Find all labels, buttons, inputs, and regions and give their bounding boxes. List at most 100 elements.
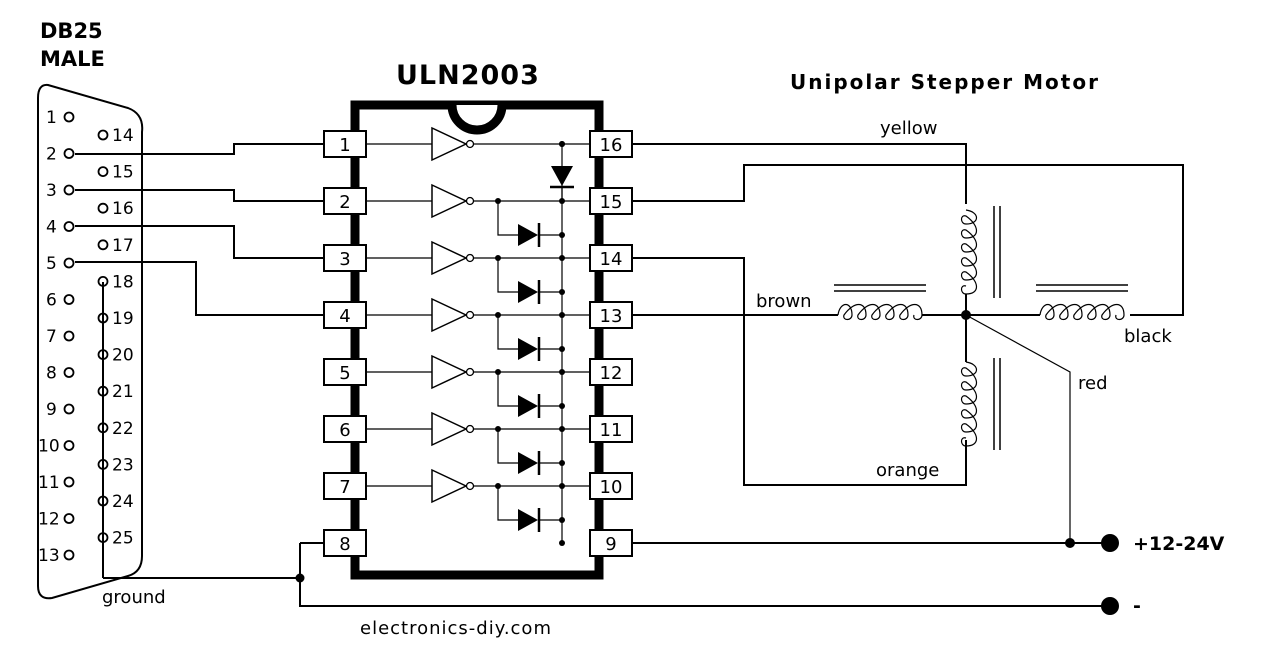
ic-clamp-diode	[551, 166, 573, 186]
ic-junction-dot	[559, 346, 565, 352]
db25-pin-contact	[63, 111, 75, 123]
ic-junction-dot	[559, 517, 565, 523]
ic-inverter	[431, 354, 468, 390]
wire-ground-rail	[299, 543, 1108, 607]
chip-notch	[447, 104, 507, 135]
ic-inverter	[431, 468, 468, 504]
ic-pin-label: 11	[600, 420, 623, 441]
db25-shell	[37, 83, 144, 600]
db25-title-line1: DB25	[40, 19, 103, 43]
db25-pin-contact	[97, 239, 109, 251]
db25-pin-label: 11	[38, 473, 60, 493]
wire-out16-yellow	[631, 143, 967, 204]
ic-inverter	[431, 240, 468, 276]
ic-junction-dot	[559, 255, 565, 261]
ic-pin-label: 12	[600, 363, 623, 384]
wire-pin2-to-in1	[75, 143, 325, 155]
db25-pin-contact	[63, 403, 75, 415]
db25-pin-label: 7	[46, 327, 57, 347]
db25-pin-contact	[97, 166, 109, 178]
db25-pin-label: 10	[38, 437, 60, 457]
db25-pin-contact	[63, 476, 75, 488]
ic-pin-label: 4	[339, 306, 350, 327]
ic-diode-lead	[497, 429, 518, 464]
coil-winding	[1039, 303, 1125, 321]
footer-site: electronics-diy.com	[360, 618, 552, 639]
ic-pin-box	[323, 187, 367, 215]
ic-pin-box	[323, 529, 367, 557]
center-junction-dot	[961, 310, 971, 320]
ic-pin-label: 3	[339, 249, 350, 270]
db25-pin-label: 8	[46, 364, 57, 384]
db25-pin-label: 15	[112, 163, 134, 183]
ic-junction-dot	[559, 289, 565, 295]
ic-pin-box	[589, 472, 633, 500]
coil-winding	[960, 361, 978, 447]
ic-inverter-bubble	[465, 196, 475, 206]
db25-pin-label: 17	[112, 236, 134, 256]
db25-pin-contact	[63, 549, 75, 561]
ic-clamp-diode	[518, 395, 538, 417]
coil-winding	[837, 303, 923, 321]
input-wires	[75, 143, 1108, 607]
ic-junction-dot	[559, 540, 565, 546]
db25-pin-label: 21	[112, 382, 134, 402]
ic-clamp-diode	[518, 224, 538, 246]
ic-diode-lead	[497, 372, 518, 407]
wire-out15-black	[631, 164, 1184, 316]
ic-diode-lead	[497, 201, 518, 236]
ic-junction-dot	[559, 141, 565, 147]
vplus-label: +12-24V	[1133, 533, 1225, 555]
ic-pin-box	[323, 358, 367, 386]
wire-label-yellow: yellow	[880, 118, 937, 139]
db25-pin-label: 5	[46, 254, 57, 274]
ic-pin-box	[589, 130, 633, 158]
coil-yellow	[960, 206, 1001, 298]
ic-pin-label: 14	[600, 249, 623, 270]
ic-pin-label: 7	[339, 477, 350, 498]
ic-diode-lead	[497, 486, 518, 521]
db25-pin-contact	[63, 257, 75, 269]
db25-pin-contact	[97, 129, 109, 141]
ic-junction-dot	[559, 483, 565, 489]
db25-pin-contact	[63, 440, 75, 451]
ic-junction-dot	[559, 312, 565, 318]
vplus-terminal	[1101, 534, 1119, 552]
db25-pin-label: 12	[38, 510, 60, 530]
db25-pin-contact	[63, 367, 75, 378]
ic-pin-label: 5	[339, 363, 350, 384]
ic-pin-box	[323, 130, 367, 158]
wire-pin5-to-in4	[75, 261, 325, 316]
ic-inverter	[431, 411, 468, 447]
db25-pin-label: 19	[112, 309, 134, 329]
wire-label-red: red	[1078, 373, 1108, 394]
db25-pin-contact	[63, 513, 75, 524]
stepper-motor: Unipolar Stepper Motor yellow brown blac…	[631, 70, 1184, 548]
coil-orange	[960, 358, 1001, 450]
ic-pin-label: 16	[600, 135, 623, 156]
ic-clamp-diode	[518, 509, 538, 531]
db25-pin-contact	[63, 330, 75, 342]
db25-pin-label: 6	[46, 291, 57, 311]
db25-pin-label: 2	[46, 145, 57, 165]
ic-inverter	[431, 183, 468, 219]
ic-inverter-bubble	[465, 367, 475, 377]
db25-title-line2: MALE	[40, 47, 105, 71]
db25-pin-label: 9	[46, 400, 57, 420]
ic-clamp-diode	[518, 452, 538, 474]
ic-pin-label: 8	[339, 534, 350, 555]
ic-pin-label: 15	[600, 192, 623, 213]
ic-diode-lead	[497, 258, 518, 293]
ic-clamp-diode	[518, 281, 538, 303]
power-terminals: +12-24V -	[1101, 533, 1225, 617]
coil-winding	[960, 209, 978, 295]
ic-inverter-bubble	[465, 310, 475, 320]
ic-inverter-bubble	[465, 139, 475, 149]
ic-pin-label: 6	[339, 420, 350, 441]
vplus-junction-dot	[1065, 538, 1075, 548]
coil-brown	[834, 284, 926, 321]
ic-junction-dot	[559, 232, 565, 238]
wire-label-black: black	[1124, 326, 1172, 347]
ic-inverter	[431, 297, 468, 333]
ic-junction-dot	[559, 426, 565, 432]
